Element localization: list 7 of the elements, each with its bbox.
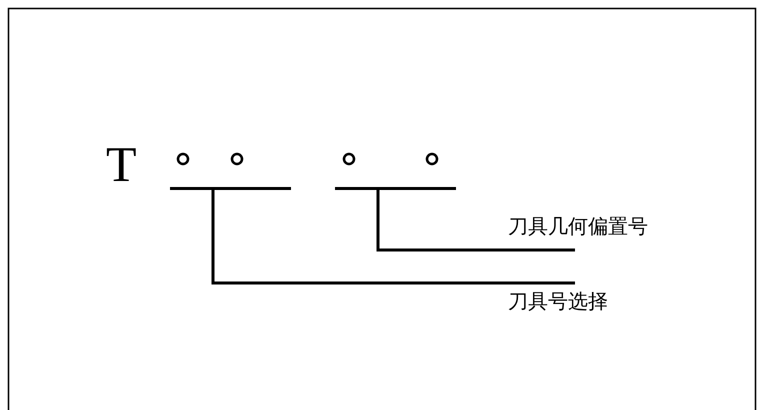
tool-code-letter: T [106,138,137,190]
leader-line [212,190,575,284]
callout-text: 刀具几何偏置号 [508,214,649,238]
underline-bar [170,187,291,190]
underline-bar [335,187,456,190]
callout-text: 刀具号选择 [508,288,609,313]
leader-line [376,190,575,252]
